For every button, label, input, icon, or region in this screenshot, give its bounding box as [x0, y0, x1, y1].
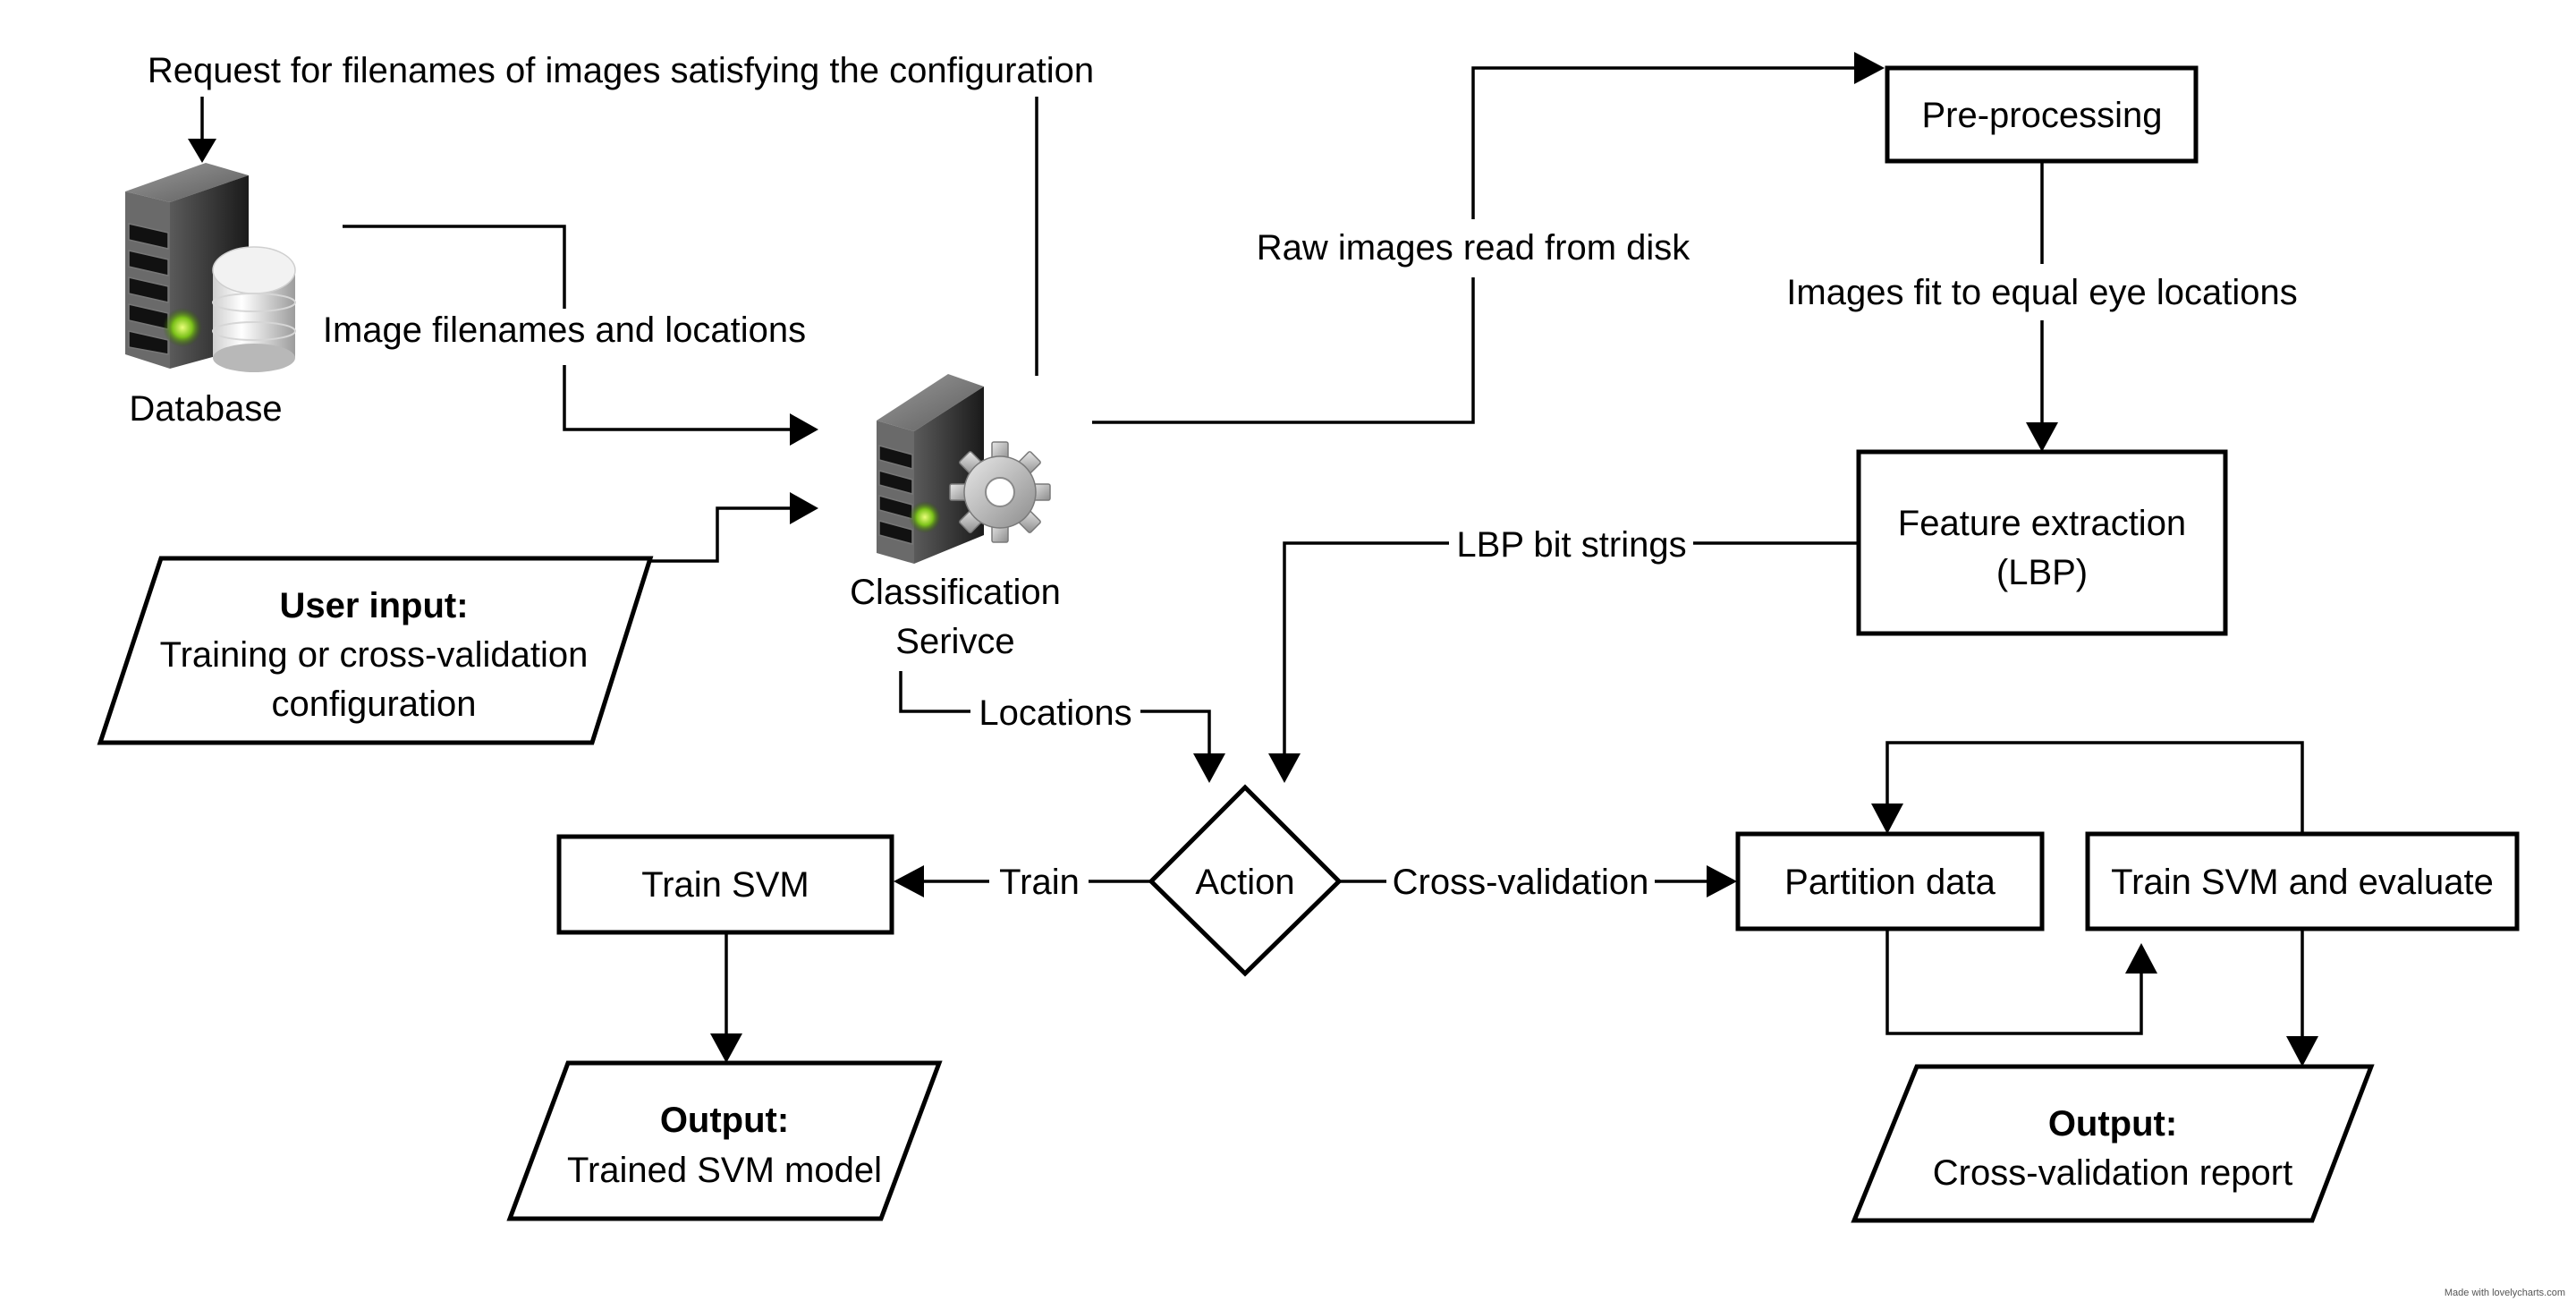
user-input-line2: configuration	[271, 685, 476, 724]
database-server-icon	[125, 163, 296, 372]
output-report-node: Output: Cross-validation report	[1851, 1064, 2375, 1223]
output-model-title: Output:	[660, 1101, 789, 1140]
loop-bottom-arrowhead	[2125, 943, 2157, 974]
credit-footer: Made with lovelycharts.com	[2445, 1288, 2565, 1298]
user-input-arrowhead	[790, 492, 818, 524]
preprocessing-node: Pre-processing	[1885, 65, 2199, 164]
user-input-title: User input:	[279, 586, 468, 625]
request-label: Request for filenames of images satisfyi…	[148, 51, 1094, 90]
raw-images-connector-high	[1471, 66, 1860, 219]
locations-connector-left	[899, 671, 970, 713]
action-decision-node: Action	[1148, 784, 1343, 977]
cross-validation-label: Cross-validation	[1393, 863, 1649, 902]
classification-label: Classification	[850, 573, 1061, 612]
image-filenames-connector-lower	[563, 365, 796, 431]
output-report-text: Cross-validation report	[1933, 1153, 2292, 1193]
raw-images-arrowhead	[1854, 52, 1885, 84]
train-output-arrowhead	[710, 1033, 742, 1063]
raw-images-connector-low	[1092, 277, 1475, 424]
database-label: Database	[129, 389, 282, 429]
image-filenames-arrowhead	[790, 413, 818, 446]
classification-server-icon	[877, 374, 1051, 564]
action-label: Action	[1195, 863, 1294, 902]
fit-eyes-arrowhead	[2026, 422, 2058, 452]
locations-label: Locations	[979, 693, 1131, 733]
user-input-node: User input: Training or cross-validation…	[97, 556, 654, 745]
edge-labels: Request for filenames of images satisfyi…	[129, 51, 2297, 902]
lbp-connector-left	[1283, 541, 1449, 756]
image-filenames-label: Image filenames and locations	[323, 310, 806, 350]
output-report-title: Output:	[2048, 1104, 2177, 1144]
output-model-node: Output: Trained SVM model	[506, 1060, 943, 1221]
lbp-arrowhead	[1268, 753, 1301, 783]
loop-connector-top	[1885, 741, 2304, 832]
train-svm-label: Train SVM	[641, 865, 809, 905]
train-evaluate-node: Train SVM and evaluate	[2085, 831, 2520, 931]
gear-icon	[949, 441, 1051, 543]
feature-extraction-node: Feature extraction (LBP)	[1856, 449, 2228, 636]
partition-data-node: Partition data	[1735, 831, 2045, 931]
preprocessing-label: Pre-processing	[1921, 96, 2162, 135]
train-svm-node: Train SVM	[556, 834, 894, 935]
user-input-connector	[650, 506, 796, 563]
request-arrowhead	[188, 139, 216, 163]
lbp-strings-label: LBP bit strings	[1456, 525, 1686, 565]
loop-top-arrowhead	[1871, 804, 1903, 834]
feature-extraction-label: Feature extraction	[1898, 504, 2186, 543]
fit-eyes-label: Images fit to equal eye locations	[1786, 273, 2297, 312]
output-model-text: Trained SVM model	[567, 1151, 882, 1190]
cv-arrowhead	[1707, 865, 1737, 897]
image-filenames-connector	[343, 225, 566, 309]
locations-connector-right	[1140, 710, 1211, 756]
partition-data-label: Partition data	[1784, 863, 1996, 902]
loop-connector-bottom	[1885, 929, 2143, 1035]
classification-sublabel: Serivce	[895, 622, 1014, 661]
train-arrowhead	[894, 865, 924, 897]
train-evaluate-label: Train SVM and evaluate	[2111, 863, 2494, 902]
feature-extraction-sublabel: (LBP)	[1996, 553, 2088, 592]
train-label: Train	[999, 863, 1080, 902]
locations-arrowhead	[1193, 753, 1225, 783]
raw-images-label: Raw images read from disk	[1257, 228, 1691, 268]
eval-output-arrowhead	[2286, 1036, 2318, 1067]
user-input-line1: Training or cross-validation	[160, 635, 589, 675]
connectors	[188, 52, 2318, 1067]
